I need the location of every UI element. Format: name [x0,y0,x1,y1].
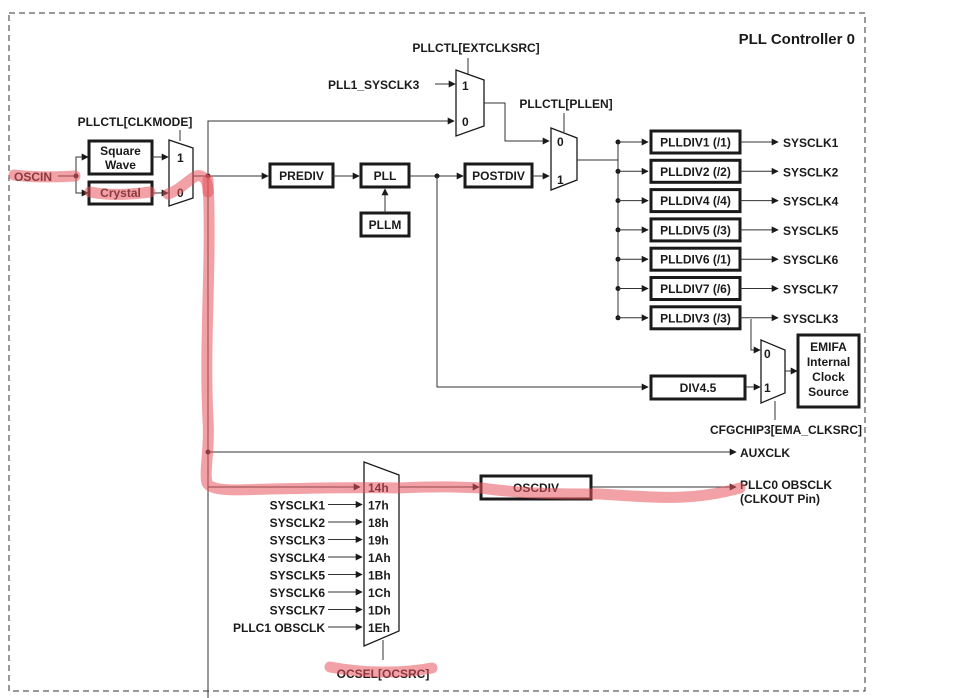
emifa-box [796,333,861,409]
ocsel-source-label: SYSCLK3 [270,534,326,548]
ocsel-code: 1Ch [368,586,391,600]
square-wave-label-2: Wave [105,158,136,172]
div45-label: DIV4.5 [680,381,717,395]
ocsel-source-label: SYSCLK1 [270,499,326,513]
div45-box [649,374,747,401]
extclksrc-label: PLLCTL[EXTCLKSRC] [412,41,539,55]
ocsel-code: 1Bh [368,569,391,583]
plldiv-label: PLLDIV1 (/1) [660,136,731,150]
plldiv-label: PLLDIV6 (/1) [660,253,731,267]
sysclk-output-label: SYSCLK4 [783,195,839,209]
ocsel-source-label: SYSCLK2 [270,516,326,530]
ema-mux-in-0: 0 [764,347,771,361]
ocsel-mux [363,461,400,647]
sysclk-output-label: SYSCLK6 [783,253,839,267]
emifa-label-3: Clock [812,370,845,384]
clkmode-label: PLLCTL[CLKMODE] [78,115,193,129]
sysclk-output-label: SYSCLK5 [783,224,839,238]
ocsel-source-label: SYSCLK7 [270,604,326,618]
obsclk-label-1: PLLC0 OBSCLK [740,478,832,492]
ocsel-code: 19h [368,534,389,548]
pll1-sysclk3-label: PLL1_SYSCLK3 [328,78,420,92]
plldiv-label: PLLDIV3 (/3) [660,311,731,325]
ocsel-code: 1Eh [368,621,390,635]
ocsel-code: 1Dh [368,604,391,618]
emifa-label-2: Internal [807,355,850,369]
sysclk-output-label: SYSCLK1 [783,136,839,150]
clkmode-mux-in-1: 1 [177,151,184,165]
ema-clksrc-mux [760,339,786,404]
ocsel-source-label: SYSCLK6 [270,586,326,600]
pllm-label: PLLM [369,218,402,232]
ocsel-source-label: SYSCLK4 [270,551,326,565]
highlight-marks [8,169,746,678]
ema-mux-in-1: 1 [764,381,771,395]
sysclk-output-label: SYSCLK2 [783,165,839,179]
plldiv-label: PLLDIV2 (/2) [660,165,731,179]
plldiv-label: PLLDIV5 (/3) [660,223,731,237]
pllen-mux-in-1: 1 [557,173,564,187]
ocsel-code: 17h [368,499,389,513]
postdiv-label: POSTDIV [472,169,525,183]
plldiv-label: PLLDIV4 (/4) [660,194,731,208]
pllen-label: PLLCTL[PLLEN] [519,97,612,111]
ocsel-source-label: PLLC1 OBSCLK [233,621,325,635]
prediv-label: PREDIV [279,169,324,183]
emifa-label-4: Source [808,385,849,399]
ocsel-code: 18h [368,516,389,530]
obsclk-label-2: (CLKOUT Pin) [740,492,820,506]
cfgchip-label: CFGCHIP3[EMA_CLKSRC] [710,423,862,437]
ocsel-source-label: SYSCLK5 [270,569,326,583]
controller-title: PLL Controller 0 [739,31,855,48]
ocsel-code: 1Ah [368,551,391,565]
square-wave-label-1: Square [100,144,141,158]
extclksrc-mux-in-1: 1 [462,79,469,93]
sysclk-output-label: SYSCLK7 [783,283,839,297]
sysclk-output-label: SYSCLK3 [783,312,839,326]
extclksrc-mux-in-0: 0 [462,115,469,129]
extclksrc-mux [455,69,485,137]
auxclk-label: AUXCLK [740,446,790,460]
emifa-label-1: EMIFA [810,340,847,354]
pll-label: PLL [374,169,397,183]
ocsel-inputs: 14h17hSYSCLK118hSYSCLK219hSYSCLK31AhSYSC… [233,481,391,635]
pllen-mux-in-0: 0 [557,135,564,149]
pllen-mux [550,127,578,191]
controller-border [8,12,866,692]
plldiv-label: PLLDIV7 (/6) [660,282,731,296]
